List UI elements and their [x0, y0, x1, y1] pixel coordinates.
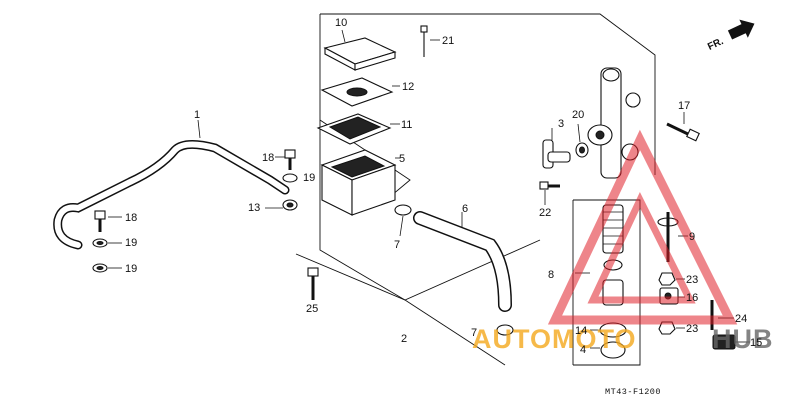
callout-14: 14	[575, 325, 587, 337]
callout-12: 12	[402, 81, 414, 93]
drawing-code: MT43-F1200	[605, 387, 661, 397]
callout-16: 16	[686, 292, 698, 304]
callout-20: 20	[572, 109, 584, 121]
callouts: 1 2 3 4 5 6 7 7 8 9 10 11 12 13 14 15 16…	[125, 17, 762, 356]
callout-19a: 19	[125, 237, 137, 249]
bolt-21	[420, 25, 440, 57]
callout-19c: 19	[303, 172, 315, 184]
bolt-22	[539, 181, 560, 205]
callout-19b: 19	[125, 263, 137, 275]
callout-11: 11	[401, 119, 412, 131]
callout-7b: 7	[471, 327, 477, 339]
callout-18b: 18	[262, 152, 274, 164]
callout-2: 2	[401, 333, 407, 345]
hose-fittings-right	[265, 149, 298, 211]
callout-18a: 18	[125, 212, 137, 224]
direction-indicator: FR.	[706, 19, 755, 53]
watermark-part1: AUTOMOTO	[472, 324, 637, 354]
callout-5: 5	[399, 153, 405, 165]
watermark-triangle-icon	[547, 129, 738, 325]
joint-3	[542, 123, 589, 169]
callout-21: 21	[442, 35, 454, 47]
callout-17: 17	[678, 100, 690, 112]
callout-15: 15	[750, 337, 762, 349]
pin-24-washer-15	[710, 300, 750, 350]
callout-24: 24	[735, 313, 747, 325]
watermark-text: AUTOMOTO HUB	[472, 324, 774, 354]
callout-6: 6	[462, 203, 468, 215]
callout-25: 25	[306, 303, 318, 315]
bolt-25	[307, 267, 319, 300]
reservoir-body	[320, 149, 400, 216]
callout-10: 10	[335, 17, 347, 29]
callout-7a: 7	[394, 239, 400, 251]
reservoir-cap	[323, 29, 397, 71]
hose-fittings-left	[92, 210, 122, 273]
direction-label: FR.	[706, 36, 725, 53]
callout-8: 8	[548, 269, 554, 281]
callout-23b: 23	[686, 323, 698, 335]
bolt-17	[666, 112, 700, 142]
callout-3: 3	[558, 118, 564, 130]
callout-4: 4	[580, 344, 586, 356]
callout-13: 13	[248, 202, 260, 214]
callout-9: 9	[689, 231, 695, 243]
callout-22: 22	[539, 207, 551, 219]
callout-1: 1	[194, 109, 200, 121]
brake-hose	[53, 119, 290, 250]
diaphragm	[316, 113, 400, 145]
cap-plate	[320, 77, 400, 107]
callout-23a: 23	[686, 274, 698, 286]
hose-6	[394, 204, 514, 336]
watermark-part2: HUB	[712, 324, 774, 354]
direction-arrow-icon	[727, 19, 755, 40]
